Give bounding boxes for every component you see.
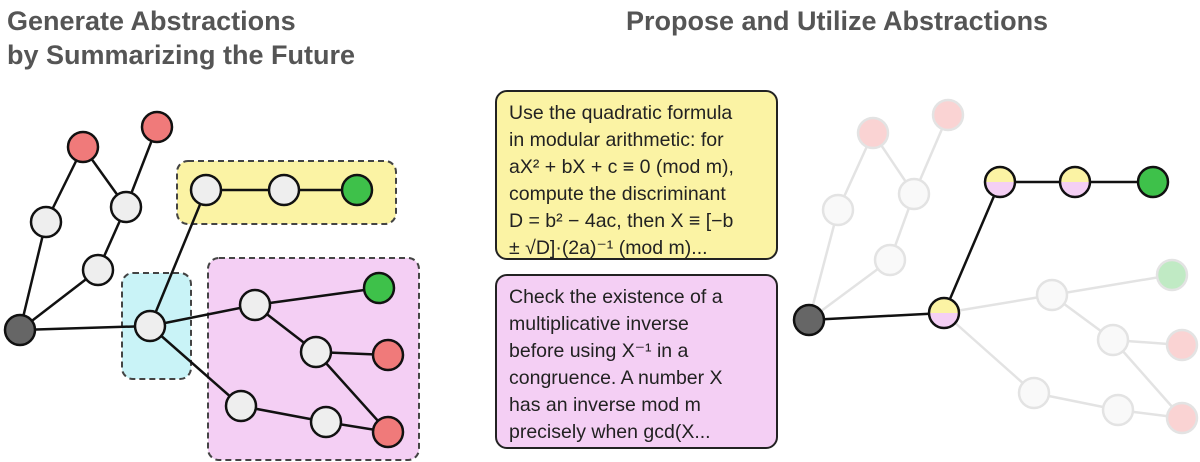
failure-node bbox=[66, 130, 100, 164]
left-title-line-1: Generate Abstractions bbox=[7, 6, 296, 36]
right-highlighted-path bbox=[808, 180, 1153, 322]
faded-node bbox=[873, 243, 907, 277]
faded-node bbox=[897, 177, 931, 211]
callout-line: has an inverse mod m bbox=[509, 394, 701, 416]
root-node bbox=[3, 313, 37, 347]
left-panel-title: Generate Abstractions by Summarizing the… bbox=[7, 4, 447, 72]
faded-node bbox=[1096, 323, 1130, 357]
faded-success-node bbox=[1155, 258, 1189, 292]
edge bbox=[315, 351, 389, 433]
quadratic-formula-abstraction-box: Use the quadratic formula in modular ari… bbox=[495, 90, 778, 260]
success-node bbox=[1136, 165, 1170, 199]
callout-line: congruence. A number X bbox=[509, 367, 723, 389]
left-tree-nodes bbox=[3, 110, 405, 449]
faded-failure-node bbox=[856, 116, 890, 150]
edge bbox=[19, 324, 151, 332]
callout-line: compute the discriminant bbox=[509, 183, 726, 205]
failure-node bbox=[371, 415, 405, 449]
failure-node bbox=[140, 110, 174, 144]
tree-node bbox=[189, 173, 223, 207]
faded-node bbox=[821, 193, 855, 227]
faded-edge bbox=[1112, 338, 1183, 347]
faded-edge bbox=[1051, 273, 1173, 297]
edge bbox=[254, 286, 380, 307]
right-faded-tree bbox=[807, 98, 1199, 435]
callout-line: precisely when gcd(X... bbox=[509, 421, 711, 443]
tree-node bbox=[267, 173, 301, 207]
edge bbox=[18, 221, 48, 331]
callout-line: Check the existence of a bbox=[509, 286, 723, 308]
faded-edge bbox=[807, 209, 840, 321]
success-node bbox=[362, 271, 396, 305]
faded-failure-node bbox=[1165, 328, 1199, 362]
success-node bbox=[340, 173, 374, 207]
tree-node bbox=[224, 389, 258, 423]
path-edge bbox=[942, 181, 1002, 314]
callout-line: aX² + bX + c ≡ 0 (mod m), bbox=[509, 156, 734, 178]
faded-node bbox=[1101, 393, 1135, 427]
root-node bbox=[792, 303, 826, 337]
faded-node bbox=[1035, 278, 1069, 312]
right-panel-title: Propose and Utilize Abstractions bbox=[626, 4, 1186, 38]
tree-node bbox=[109, 190, 143, 224]
faded-edge bbox=[1051, 293, 1114, 342]
faded-edge bbox=[871, 132, 916, 195]
faded-failure-node bbox=[931, 98, 965, 132]
abstraction-node bbox=[983, 165, 1017, 199]
faded-edge bbox=[912, 114, 950, 195]
edge bbox=[19, 269, 99, 331]
edge bbox=[149, 303, 256, 328]
faded-failure-node bbox=[1165, 401, 1199, 435]
callout-line: in modular arithmetic: for bbox=[509, 129, 724, 151]
callout-line: multiplicative inverse bbox=[509, 313, 689, 335]
callout-line: before using X⁻¹ in a bbox=[509, 340, 689, 362]
tree-node bbox=[81, 253, 115, 287]
right-title-line: Propose and Utilize Abstractions bbox=[626, 6, 1049, 36]
faded-edge bbox=[888, 193, 916, 261]
faded-node bbox=[1017, 376, 1051, 410]
abstraction-node bbox=[927, 296, 961, 330]
callout-line: ± √D]·(2a)⁻¹ (mod m)... bbox=[509, 237, 708, 259]
abstraction-node bbox=[1058, 165, 1092, 199]
callout-line: D = b² − 4ac, then X ≡ [−b bbox=[509, 210, 734, 232]
tree-node bbox=[309, 405, 343, 439]
failure-node bbox=[371, 338, 405, 372]
right-path-nodes bbox=[792, 165, 1170, 337]
faded-edge bbox=[808, 258, 891, 322]
branch-node bbox=[133, 309, 167, 343]
tree-node bbox=[29, 205, 63, 239]
edge bbox=[148, 189, 208, 327]
faded-edge bbox=[943, 293, 1053, 315]
faded-edge bbox=[836, 132, 875, 211]
tree-node bbox=[238, 288, 272, 322]
faded-edge bbox=[1112, 339, 1183, 419]
path-edge bbox=[808, 311, 945, 322]
faded-edge bbox=[1033, 391, 1119, 412]
tree-node bbox=[299, 335, 333, 369]
faded-edge bbox=[1117, 408, 1183, 420]
left-title-line-2: by Summarizing the Future bbox=[7, 40, 356, 70]
multiplicative-inverse-abstraction-box: Check the existence of a multiplicative … bbox=[495, 274, 778, 449]
callout-line: Use the quadratic formula bbox=[509, 102, 733, 124]
edge bbox=[149, 325, 242, 407]
faded-edge bbox=[943, 312, 1035, 394]
